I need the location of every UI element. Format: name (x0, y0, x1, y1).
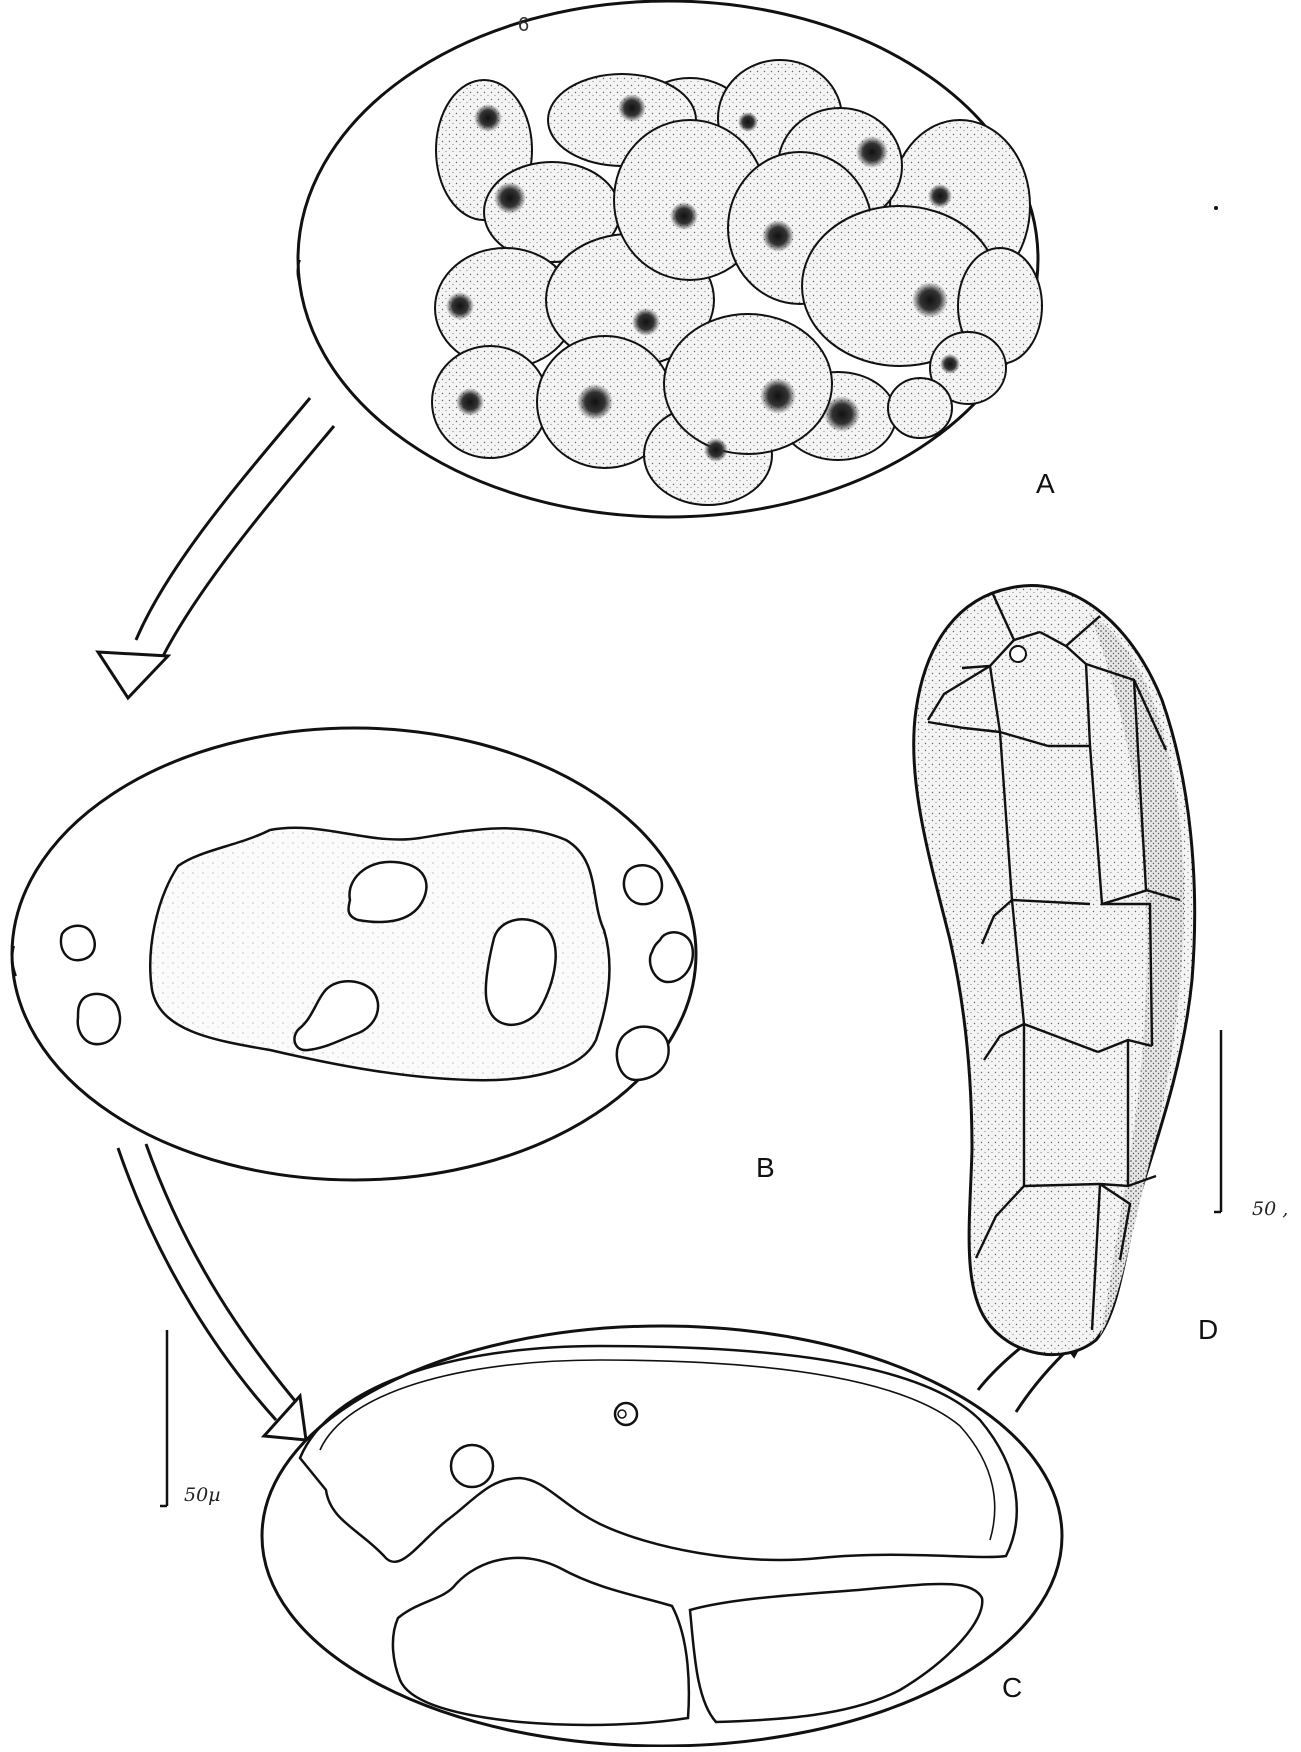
scale-label-right: 50 , (1252, 1198, 1288, 1220)
panel-label-b: B (756, 1152, 775, 1184)
panel-c-cell-right (690, 1584, 982, 1722)
panel-c-egg (262, 1326, 1062, 1746)
arrow-b-to-c (118, 1144, 306, 1440)
panel-b-egg (12, 728, 696, 1180)
arrow-a-to-b (98, 398, 334, 698)
scale-bar-left (160, 1330, 167, 1506)
scale-label-left: 50µ (184, 1484, 221, 1506)
panel-label-a: A (1036, 468, 1055, 500)
page-number: 6 (518, 14, 529, 37)
scale-bar-right (1214, 1030, 1221, 1212)
panel-a-egg (298, 1, 1043, 517)
panel-d-embryo (914, 586, 1195, 1355)
panel-label-c: C (1002, 1672, 1022, 1704)
panel-d-pore (1010, 646, 1026, 662)
panel-label-d: D (1198, 1314, 1218, 1346)
